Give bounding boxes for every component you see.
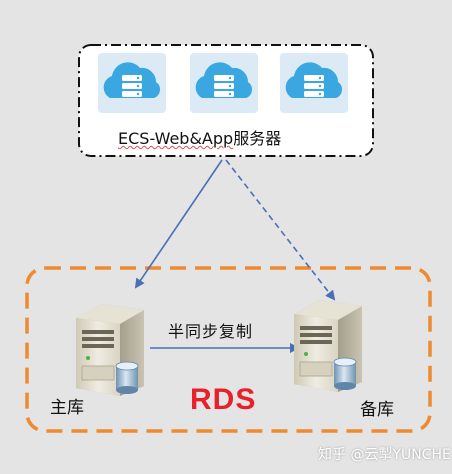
ecs-to-standby-dashed-arrow	[225, 159, 336, 301]
ecs-to-primary-arrow	[134, 159, 223, 289]
rds-group	[25, 266, 432, 433]
ecs-label-prefix: ECS-Web&App	[118, 129, 234, 148]
rds-label: RDS	[190, 383, 257, 416]
primary-db-label: 主库	[50, 398, 84, 418]
ecs-group-label: ECS-Web&App服务器	[118, 125, 281, 149]
cloud-server-icon	[184, 48, 264, 118]
standby-db-server-icon	[293, 299, 363, 393]
replication-label: 半同步复制	[168, 322, 254, 341]
cloud-server-icon	[274, 48, 354, 118]
watermark: 知乎 @云掣YUNCHE	[318, 447, 451, 463]
ecs-label-suffix: 服务器	[233, 129, 282, 148]
primary-db-server-icon	[75, 303, 145, 397]
cloud-server-icon	[92, 48, 172, 118]
standby-db-label: 备库	[360, 400, 394, 420]
